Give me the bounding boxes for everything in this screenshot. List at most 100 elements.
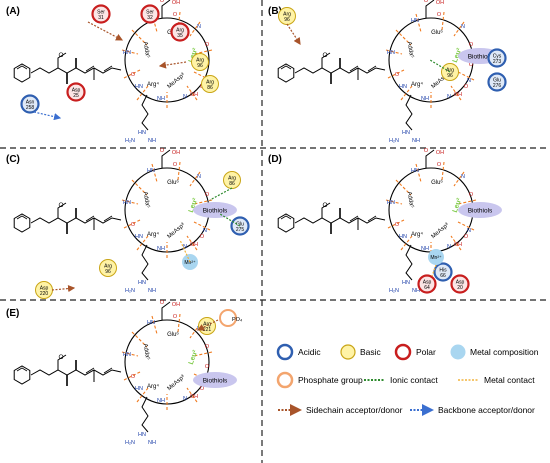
double-bond-1 bbox=[85, 215, 95, 222]
cleavage-mark-1 bbox=[415, 13, 422, 33]
interaction-sidechain-8 bbox=[51, 284, 76, 293]
arg-guanidine-hn: HN bbox=[138, 280, 146, 286]
backbone-atom-8: O bbox=[205, 42, 210, 48]
double-bond-2 bbox=[367, 215, 377, 222]
ring-label-leu: Leu² bbox=[188, 197, 200, 214]
double-bond-1 bbox=[85, 367, 95, 374]
panel-label-d: (D) bbox=[268, 154, 282, 165]
cleavage-mark-1 bbox=[151, 163, 158, 183]
phenyl-double-bond bbox=[280, 215, 292, 220]
backbone-atom-1: HN bbox=[123, 50, 131, 56]
arg-side-chain bbox=[141, 396, 149, 433]
phosphate-label: PO₄ bbox=[232, 317, 243, 323]
cleavage-mark-6 bbox=[450, 85, 462, 101]
double-bond-2 bbox=[367, 65, 377, 72]
phenyl-ring bbox=[13, 63, 31, 83]
cleavage-mark-1 bbox=[151, 315, 158, 335]
measp-carboxyl-oh: OH bbox=[454, 242, 462, 248]
residue-1-3-name: Glu bbox=[493, 78, 501, 84]
arg-guanidine-nh: NH bbox=[412, 138, 420, 144]
ring-label-adda: Adda⁵ bbox=[406, 41, 416, 59]
residue-3-1 bbox=[433, 262, 453, 282]
arg-guanidine-nh: NH bbox=[412, 288, 420, 294]
backbone-atom-4: N bbox=[183, 94, 187, 100]
residue-0-5 bbox=[20, 94, 40, 114]
glu-carboxyl-o: O bbox=[160, 300, 165, 306]
measp-carboxyl-o: O bbox=[464, 84, 469, 90]
residue-0-4-num: 86 bbox=[207, 85, 213, 91]
biothiols-tag bbox=[458, 202, 502, 218]
phenyl-ring bbox=[13, 365, 31, 385]
cleavage-mark-8 bbox=[136, 85, 149, 101]
glu-carboxyl-o: O bbox=[160, 0, 165, 4]
residue-0-6-name: Asp bbox=[72, 88, 81, 94]
cleavage-mark-0 bbox=[131, 331, 148, 348]
legend-acidic-swatch bbox=[276, 343, 294, 361]
residue-1-0-name: Arg bbox=[283, 12, 291, 18]
backbone-atom-3: N bbox=[203, 228, 207, 234]
cleavage-mark-10 bbox=[121, 49, 139, 55]
backbone-atom-4: N bbox=[183, 396, 187, 402]
methoxy-bond bbox=[57, 52, 67, 68]
arg-guanidine-nh: NH bbox=[148, 288, 156, 294]
legend-ionic-label: Ionic contact bbox=[390, 375, 438, 385]
glu-carboxyl-bond bbox=[161, 301, 171, 320]
biothiols-label: Biothiols bbox=[203, 378, 228, 385]
phenyl-double-bond bbox=[16, 215, 28, 220]
cleavage-mark-9 bbox=[123, 371, 141, 381]
residue-3-1-name: His bbox=[439, 268, 447, 274]
residue-0-1 bbox=[140, 4, 160, 24]
ring-label-arg: Arg⁴ bbox=[147, 383, 159, 390]
cleavage-mark-8 bbox=[136, 387, 149, 403]
residue-0-4 bbox=[201, 75, 219, 93]
legend-phosphate-swatch bbox=[276, 371, 294, 389]
backbone-atom-1: HN bbox=[123, 352, 131, 358]
methoxy-oxygen: O bbox=[322, 202, 327, 209]
backbone-atom-10: O bbox=[395, 222, 400, 228]
panel-label-a: (A) bbox=[6, 6, 20, 17]
residue-2-3-name: Asp bbox=[40, 286, 49, 292]
ring-label-arg: Arg⁴ bbox=[147, 231, 159, 238]
backbone-atom-8: O bbox=[469, 192, 474, 198]
glu-carboxyl-oh: OH bbox=[172, 0, 180, 6]
molecule-panel-c: OGlu⁶Adda⁵Leu²Arg⁴MeAsp³HNHNNNNHNNHOOOOO… bbox=[13, 148, 237, 294]
backbone-atom-2: N bbox=[461, 24, 465, 30]
backbone-atom-10: O bbox=[395, 72, 400, 78]
backbone-atom-5: HN bbox=[135, 386, 143, 392]
cleavage-mark-2 bbox=[177, 161, 181, 181]
ring-label-leu: Leu² bbox=[452, 197, 464, 214]
arg-guanidine-hn: HN bbox=[138, 432, 146, 438]
molecule-panel-d: OGlu⁶Adda⁵Leu²Arg⁴MeAsp³HNHNNNNHNNHOOOOO… bbox=[277, 148, 502, 294]
residue-0-5-name: Asn bbox=[26, 100, 35, 106]
backbone-atom-7: O bbox=[173, 314, 178, 320]
biothiols-label: Biothiols bbox=[203, 208, 228, 215]
backbone-atom-7: O bbox=[173, 12, 178, 18]
backbone-atom-10: O bbox=[131, 222, 136, 228]
phenyl-ring bbox=[277, 63, 295, 83]
double-bond-2 bbox=[103, 65, 113, 72]
phenyl-ring bbox=[13, 213, 31, 233]
backbone-atom-4: N bbox=[447, 94, 451, 100]
cleavage-mark-6 bbox=[450, 235, 462, 251]
arg-guanidine-h2n: H₂N bbox=[125, 440, 135, 446]
cleavage-mark-2 bbox=[441, 11, 445, 31]
interaction-sidechain-10 bbox=[196, 319, 219, 331]
backbone-atom-5: HN bbox=[135, 84, 143, 90]
arg-guanidine-nh: NH bbox=[148, 138, 156, 144]
measp-carboxyl-oh: OH bbox=[190, 394, 198, 400]
arg-guanidine-hn: HN bbox=[402, 280, 410, 286]
cleavage-mark-2 bbox=[177, 313, 181, 333]
arg-side-chain bbox=[405, 244, 413, 281]
ring-label-arg: Arg⁴ bbox=[147, 81, 159, 88]
metal-ion-label-3: Mn²⁺ bbox=[430, 255, 442, 261]
arg-guanidine-h2n: H₂N bbox=[125, 288, 135, 294]
glu-carboxyl-o: O bbox=[424, 148, 429, 154]
metal-ion-label-2: Mn²⁺ bbox=[184, 260, 196, 266]
residue-1-3 bbox=[487, 72, 507, 92]
biothiols-tag bbox=[193, 372, 237, 388]
cleavage-mark-1 bbox=[415, 163, 422, 183]
molecule-panel-a: OGlu⁶Adda⁵Leu²Arg⁴MeAsp³HNHNNNNHNNHOOOOO… bbox=[13, 0, 213, 144]
phenyl-double-bond bbox=[16, 367, 28, 372]
methoxy-bond bbox=[321, 202, 331, 218]
